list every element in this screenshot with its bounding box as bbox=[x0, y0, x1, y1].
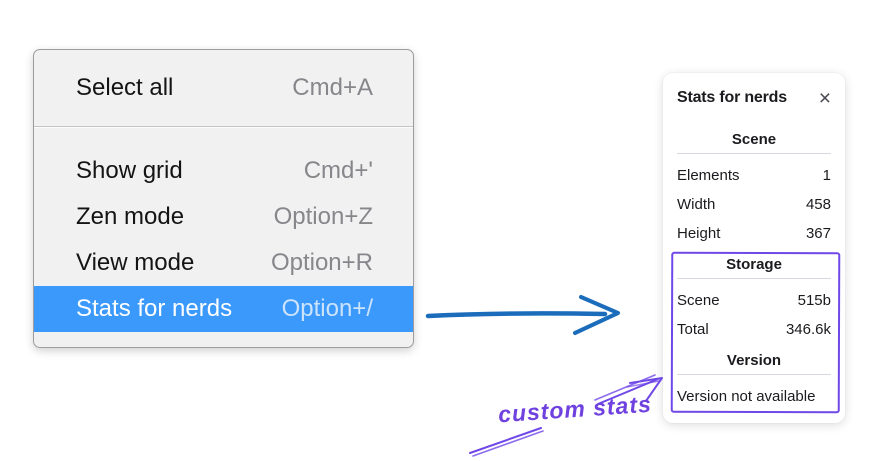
stat-row: Height 367 bbox=[677, 219, 831, 248]
stat-row: Total 346.6k bbox=[677, 315, 831, 344]
section-divider bbox=[677, 153, 831, 154]
stats-panel-header: Stats for nerds × bbox=[677, 85, 831, 111]
menu-item-label: Zen mode bbox=[76, 203, 185, 230]
stats-section-storage: Storage Scene 515b Total 346.6k bbox=[677, 256, 831, 344]
stat-value: 458 bbox=[805, 196, 831, 213]
menu-item-view-mode[interactable]: View mode Option+R bbox=[34, 240, 413, 286]
stat-row: Elements 1 bbox=[677, 161, 831, 190]
menu-item-label: Stats for nerds bbox=[76, 295, 233, 322]
stats-panel: Stats for nerds × Scene Elements 1 Width… bbox=[663, 73, 845, 423]
section-heading: Storage bbox=[726, 256, 782, 273]
stat-value: 515b bbox=[797, 292, 831, 309]
stat-label: Width bbox=[677, 196, 716, 213]
menu-item-label: Show grid bbox=[76, 157, 183, 184]
stat-label: Total bbox=[677, 321, 709, 338]
menu-divider bbox=[34, 126, 413, 128]
menu-item-shortcut: Cmd+A bbox=[292, 74, 373, 101]
menu-item-label: Select all bbox=[76, 74, 174, 101]
section-heading: Scene bbox=[731, 131, 777, 148]
stats-section-version: Version Version not available bbox=[677, 352, 831, 411]
stat-value: 346.6k bbox=[785, 321, 831, 338]
stat-label: Scene bbox=[677, 292, 720, 309]
menu-group-bottom: Show grid Cmd+' Zen mode Option+Z View m… bbox=[34, 128, 413, 332]
version-note: Version not available bbox=[677, 388, 816, 405]
context-menu: Select all Cmd+A Show grid Cmd+' Zen mod… bbox=[33, 49, 414, 348]
menu-item-select-all[interactable]: Select all Cmd+A bbox=[34, 65, 413, 111]
menu-item-zen-mode[interactable]: Zen mode Option+Z bbox=[34, 194, 413, 240]
menu-item-shortcut: Option+R bbox=[270, 249, 373, 276]
stat-row: Width 458 bbox=[677, 190, 831, 219]
blue-arrow bbox=[425, 295, 620, 335]
menu-group-top: Select all Cmd+A bbox=[34, 65, 413, 111]
section-divider bbox=[677, 278, 831, 279]
custom-stats-label: custom stats bbox=[497, 390, 653, 428]
stats-section-scene: Scene Elements 1 Width 458 Height 367 bbox=[677, 131, 831, 248]
menu-item-stats-for-nerds[interactable]: Stats for nerds Option+/ bbox=[34, 286, 413, 332]
stats-panel-title: Stats for nerds bbox=[677, 89, 787, 106]
stat-value: 1 bbox=[822, 167, 831, 184]
stat-row: Scene 515b bbox=[677, 286, 831, 315]
section-heading: Version bbox=[726, 352, 782, 369]
stat-label: Elements bbox=[677, 167, 740, 184]
stat-label: Height bbox=[677, 225, 721, 242]
section-divider bbox=[677, 374, 831, 375]
stat-value: 367 bbox=[805, 225, 831, 242]
menu-item-shortcut: Cmd+' bbox=[303, 157, 373, 184]
menu-item-shortcut: Option+Z bbox=[273, 203, 373, 230]
menu-item-show-grid[interactable]: Show grid Cmd+' bbox=[34, 148, 413, 194]
close-icon[interactable]: × bbox=[818, 86, 831, 110]
menu-item-label: View mode bbox=[76, 249, 195, 276]
menu-item-shortcut: Option+/ bbox=[281, 295, 373, 322]
